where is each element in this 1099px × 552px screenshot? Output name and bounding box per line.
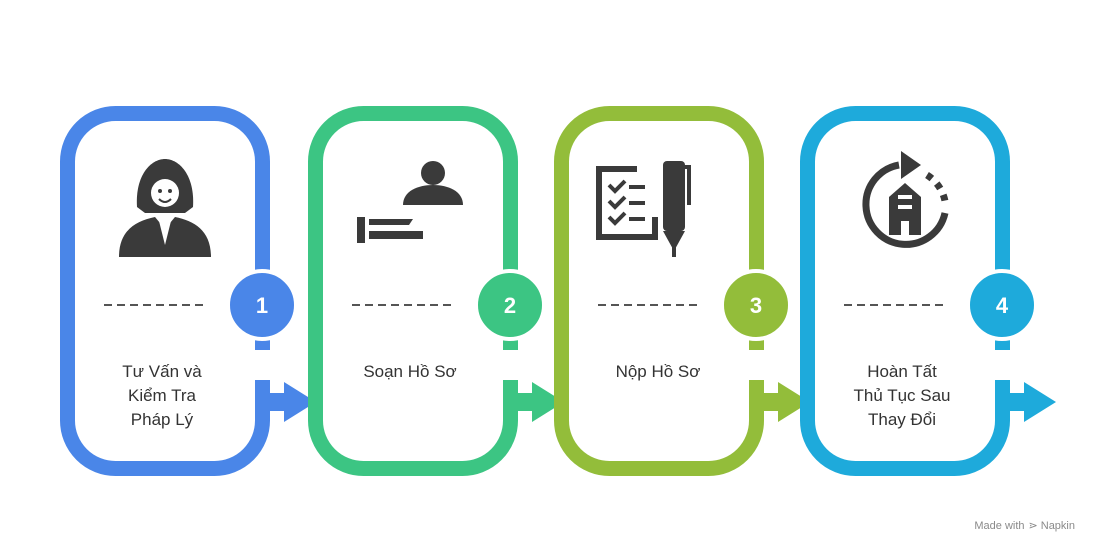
watermark-prefix: Made with <box>974 520 1025 532</box>
watermark: Made with⋗Napkin <box>974 519 1075 532</box>
step-3-number: 3 <box>750 293 762 318</box>
napkin-logo-icon: ⋗ <box>1028 520 1038 532</box>
step-3-arrow <box>749 382 810 422</box>
step-4: 4 <box>800 106 1056 476</box>
step-1-number-badge <box>226 269 298 341</box>
lawyer-icon <box>119 159 211 257</box>
watermark-brand: Napkin <box>1040 520 1075 532</box>
step-2-label: Soạn Hồ Sơ <box>363 362 457 381</box>
step-1-number: 1 <box>256 293 268 318</box>
step-1-label: Tư Vấn và Kiểm Tra Pháp Lý <box>122 362 202 429</box>
step-4-number: 4 <box>996 293 1009 318</box>
step-3-number-badge <box>720 269 792 341</box>
drafting-hand-person-icon <box>357 161 463 243</box>
step-2: 2 <box>308 106 564 476</box>
step-1: 1 <box>60 106 316 476</box>
step-2-number-badge <box>474 269 546 341</box>
step-3-label: Nộp Hồ Sơ <box>615 362 701 381</box>
step-2-number: 2 <box>504 293 516 318</box>
step-4-label: Hoàn Tất Thủ Tục Sau Thay Đổi <box>853 362 951 429</box>
step-4-number-badge <box>966 269 1038 341</box>
step-2-arrow <box>503 382 564 422</box>
checklist-pen-icon <box>596 161 691 257</box>
renew-building-icon <box>862 151 949 248</box>
step-3: 3 <box>554 106 810 476</box>
step-1-arrow <box>255 382 316 422</box>
step-4-arrow <box>995 382 1056 422</box>
